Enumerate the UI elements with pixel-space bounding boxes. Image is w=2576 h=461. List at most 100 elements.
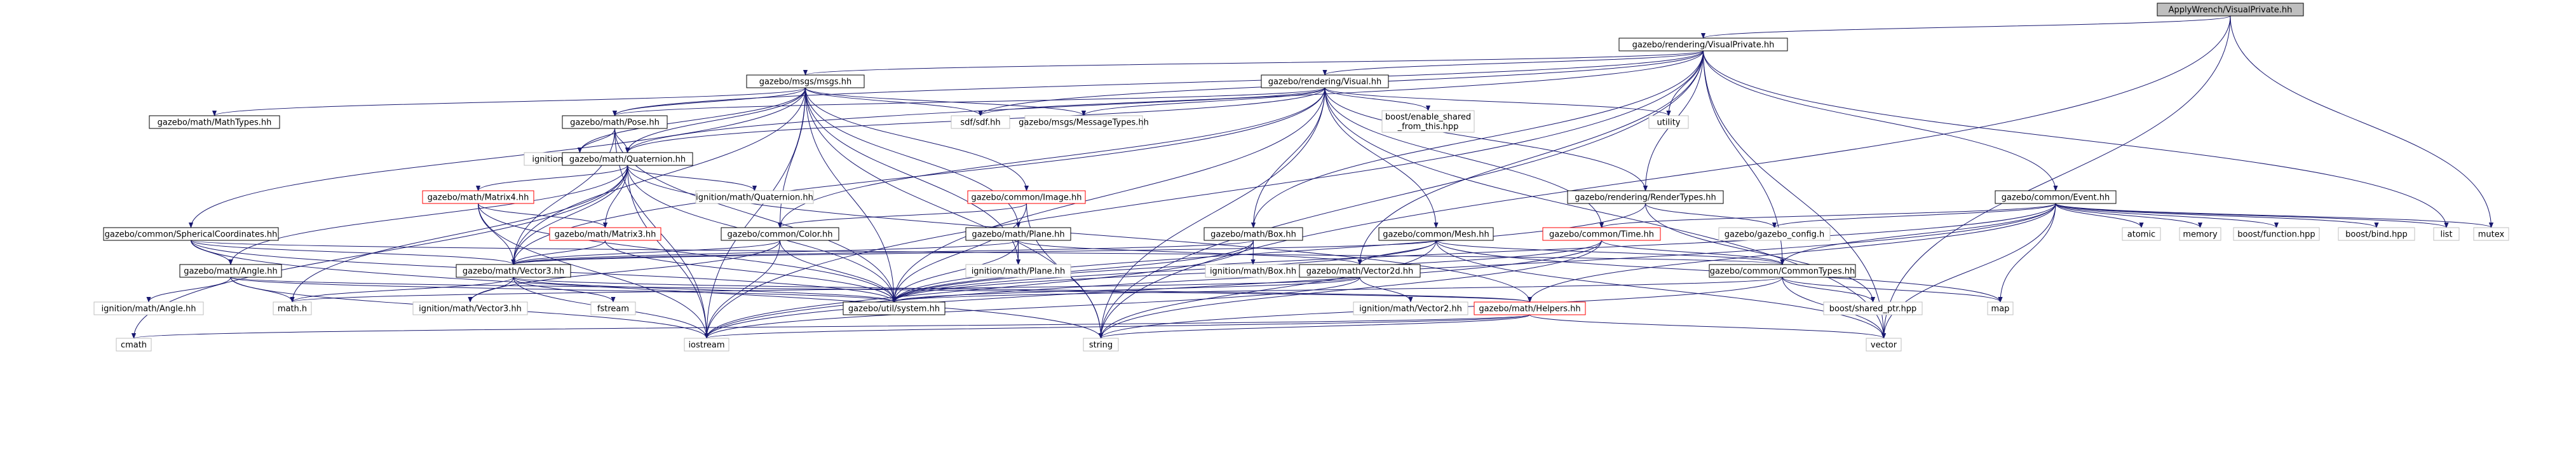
node-label: gazebo/rendering/Visual.hh (1268, 78, 1381, 87)
node-box (2157, 3, 2304, 17)
node-plane[interactable]: gazebo/math/Plane.hh (965, 227, 1071, 241)
node-vp[interactable]: gazebo/rendering/VisualPrivate.hh (1618, 38, 1788, 52)
node-box (149, 115, 280, 129)
node-box (590, 301, 636, 315)
node-label: ignition/math/Vector2.hh (1359, 305, 1462, 314)
node-apply[interactable]: ApplyWrench/VisualPrivate.hh (2157, 3, 2304, 17)
include-edge (891, 240, 1254, 303)
node-mathtypes[interactable]: gazebo/math/MathTypes.hh (149, 115, 280, 129)
include-edge (513, 277, 1532, 303)
include-edge (805, 87, 897, 303)
node-box (273, 301, 312, 315)
node-box (2233, 227, 2320, 241)
node-vector: vector (1866, 338, 1902, 352)
node-label: map (1991, 305, 2010, 314)
node-label: gazebo/msgs/msgs.hh (759, 78, 852, 87)
node-event[interactable]: gazebo/common/Event.hh (1995, 190, 2117, 204)
node-string: string (1083, 338, 1119, 352)
node-msgs[interactable]: gazebo/msgs/msgs.hh (746, 74, 865, 88)
node-boostshared: boost/enable_shared_from_this.hpp (1381, 110, 1475, 133)
include-edge (704, 87, 806, 339)
node-image[interactable]: gazebo/common/Image.hh (967, 190, 1086, 204)
node-system[interactable]: gazebo/util/system.hh (843, 301, 946, 315)
node-color[interactable]: gazebo/common/Color.hh (721, 227, 839, 241)
include-edge (1703, 50, 2058, 191)
include-edge (478, 203, 897, 303)
node-box (412, 301, 528, 315)
node-matrix3[interactable]: gazebo/math/Matrix3.hh (549, 227, 661, 241)
node-visual[interactable]: gazebo/rendering/Visual.hh (1261, 74, 1389, 88)
include-edge (1324, 87, 1671, 116)
node-label: string (1089, 341, 1113, 350)
node-mutex: mutex (2473, 227, 2509, 241)
node-label: gazebo/math/Matrix3.hh (555, 230, 656, 240)
node-iangle: ignition/math/Angle.hh (93, 301, 204, 315)
node-pose[interactable]: gazebo/math/Pose.hh (562, 115, 668, 129)
include-edge (805, 87, 1086, 116)
node-label: gazebo/math/Helpers.hh (1479, 305, 1580, 314)
node-vector2d[interactable]: gazebo/math/Vector2d.hh (1299, 264, 1421, 278)
node-box (1542, 227, 1661, 241)
node-label: gazebo/common/SphericalCoordinates.hh (105, 230, 278, 240)
node-label: _from_this.hpp (1397, 122, 1459, 132)
include-edge (613, 87, 1325, 116)
include-edge (805, 87, 983, 116)
include-edge (1703, 50, 1785, 265)
node-utility: utility (1648, 115, 1689, 129)
include-edge (191, 240, 1103, 339)
node-box (2473, 227, 2509, 241)
include-edge (2055, 203, 2279, 228)
include-edge (704, 50, 1704, 339)
node-label: utility (1657, 118, 1681, 128)
node-label: gazebo/math/Matrix4.hh (428, 193, 529, 203)
include-edge (891, 240, 1019, 303)
node-quat[interactable]: gazebo/math/Quaternion.hh (562, 152, 693, 166)
include-edge (2055, 203, 2203, 228)
include-edge (613, 87, 806, 116)
include-edge (290, 277, 1360, 303)
include-edge (803, 50, 1704, 76)
node-box (1203, 227, 1303, 241)
node-label: gazebo/common/Time.hh (1549, 230, 1654, 240)
node-rtypes[interactable]: gazebo/rendering/RenderTypes.hh (1567, 190, 1724, 204)
node-label: gazebo/gazebo_config.h (1725, 230, 1825, 240)
include-edge (512, 240, 1437, 265)
node-box (562, 152, 693, 166)
node-helpers[interactable]: gazebo/math/Helpers.hh (1474, 301, 1586, 315)
include-edge (1251, 240, 1256, 265)
node-matrix4[interactable]: gazebo/math/Matrix4.hh (422, 190, 534, 204)
node-ctypes[interactable]: gazebo/common/CommonTypes.hh (1709, 264, 1856, 278)
node-gzconfig: gazebo/gazebo_config.h (1718, 227, 1831, 241)
node-box (965, 227, 1071, 241)
include-edge (1601, 240, 1785, 265)
include-edge (1324, 87, 1887, 339)
node-mesh[interactable]: gazebo/common/Mesh.hh (1378, 227, 1494, 241)
node-vector3[interactable]: gazebo/math/Vector3.hh (456, 264, 571, 278)
node-box (562, 115, 668, 129)
node-spherical[interactable]: gazebo/common/SphericalCoordinates.hh (103, 227, 279, 241)
node-boostsharedptr: boost/shared_ptr.hpp (1823, 301, 1923, 315)
node-box (2433, 227, 2460, 241)
node-box (843, 301, 946, 315)
include-edge (1881, 15, 2231, 339)
include-edge (704, 240, 1602, 339)
include-edge (625, 50, 1704, 153)
node-list: list (2433, 227, 2460, 241)
node-box (1024, 115, 1143, 129)
node-box (1987, 301, 2014, 315)
node-box (2122, 227, 2161, 241)
node-angle[interactable]: gazebo/math/Angle.hh (179, 264, 282, 278)
node-label: atomic (2127, 230, 2155, 240)
include-edge (1703, 50, 2449, 228)
node-box (1353, 301, 1468, 315)
node-label: gazebo/common/Image.hh (972, 193, 1082, 203)
include-edge (805, 87, 1021, 228)
node-label: ApplyWrench/VisualPrivate.hh (2169, 6, 2293, 15)
node-time[interactable]: gazebo/common/Time.hh (1542, 227, 1661, 241)
node-box (422, 190, 534, 204)
node-label: gazebo/math/Pose.hh (570, 118, 660, 128)
node-box[interactable]: gazebo/math/Box.hh (1203, 227, 1303, 241)
include-edge (577, 87, 806, 153)
node-box (1261, 74, 1389, 88)
